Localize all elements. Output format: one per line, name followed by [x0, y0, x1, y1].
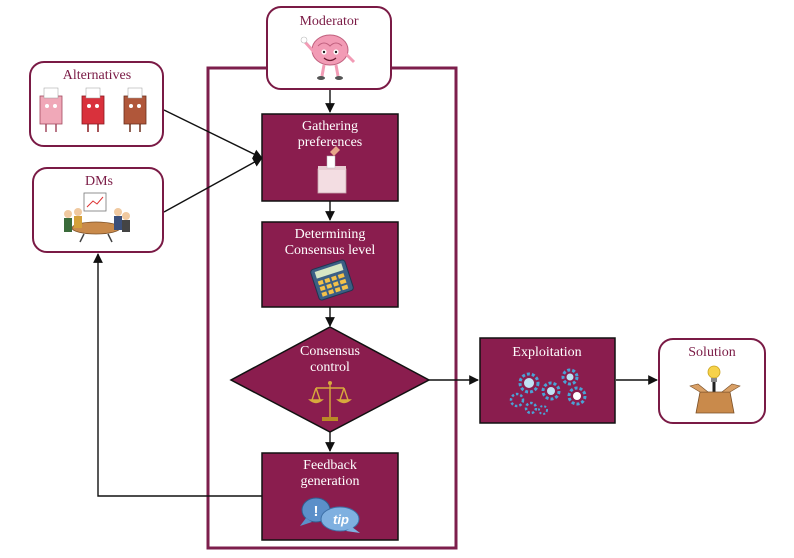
arrow-dms-to-gathering	[163, 157, 263, 213]
gears-icon	[509, 368, 587, 415]
tip-bubble-text: tip	[333, 512, 349, 527]
determining-label-line1: Determining	[295, 227, 366, 242]
determining-label-line2: Consensus level	[285, 243, 376, 258]
determining-node: Determining Consensus level	[261, 221, 399, 308]
arrow-alternatives-to-gathering	[163, 109, 263, 159]
alternatives-label: Alternatives	[63, 68, 131, 83]
lightbulb-box-icon	[689, 365, 741, 414]
dms-node: DMs	[32, 167, 164, 253]
meeting-table-icon	[64, 192, 130, 243]
consensus-label-line2: control	[310, 360, 350, 375]
moderator-node: Moderator	[266, 6, 392, 90]
gathering-label-line2: preferences	[298, 135, 363, 150]
connectors	[93, 88, 658, 497]
ballot-box-mascots-icon	[39, 87, 147, 132]
gathering-label-line1: Gathering	[302, 119, 358, 134]
consensus-node: Consensus control	[229, 326, 431, 433]
exploitation-box	[479, 337, 616, 424]
arrow-feedback-to-dms	[93, 253, 262, 497]
svg-text:!: !	[314, 503, 319, 520]
dms-label: DMs	[85, 174, 113, 189]
ballot-box-icon	[317, 146, 347, 194]
moderator-label: Moderator	[299, 14, 358, 29]
feedback-label-line2: generation	[300, 474, 359, 489]
alternatives-node: Alternatives	[29, 61, 164, 147]
tip-bubble-icon: ! tip	[300, 497, 360, 533]
calculator-icon	[310, 259, 354, 301]
brain-mascot-icon	[300, 34, 356, 80]
scales-icon	[308, 381, 352, 421]
feedback-node: Feedback generation ! tip	[261, 452, 399, 541]
feedback-label-line1: Feedback	[303, 458, 357, 473]
feedback-box	[261, 452, 399, 541]
consensus-diamond	[229, 326, 431, 433]
solution-label: Solution	[688, 345, 735, 360]
solution-node: Solution	[658, 338, 766, 424]
gathering-node: Gathering preferences	[261, 113, 399, 202]
consensus-label-line1: Consensus	[300, 344, 360, 359]
exploitation-label: Exploitation	[512, 345, 581, 360]
exploitation-node: Exploitation	[479, 337, 616, 424]
